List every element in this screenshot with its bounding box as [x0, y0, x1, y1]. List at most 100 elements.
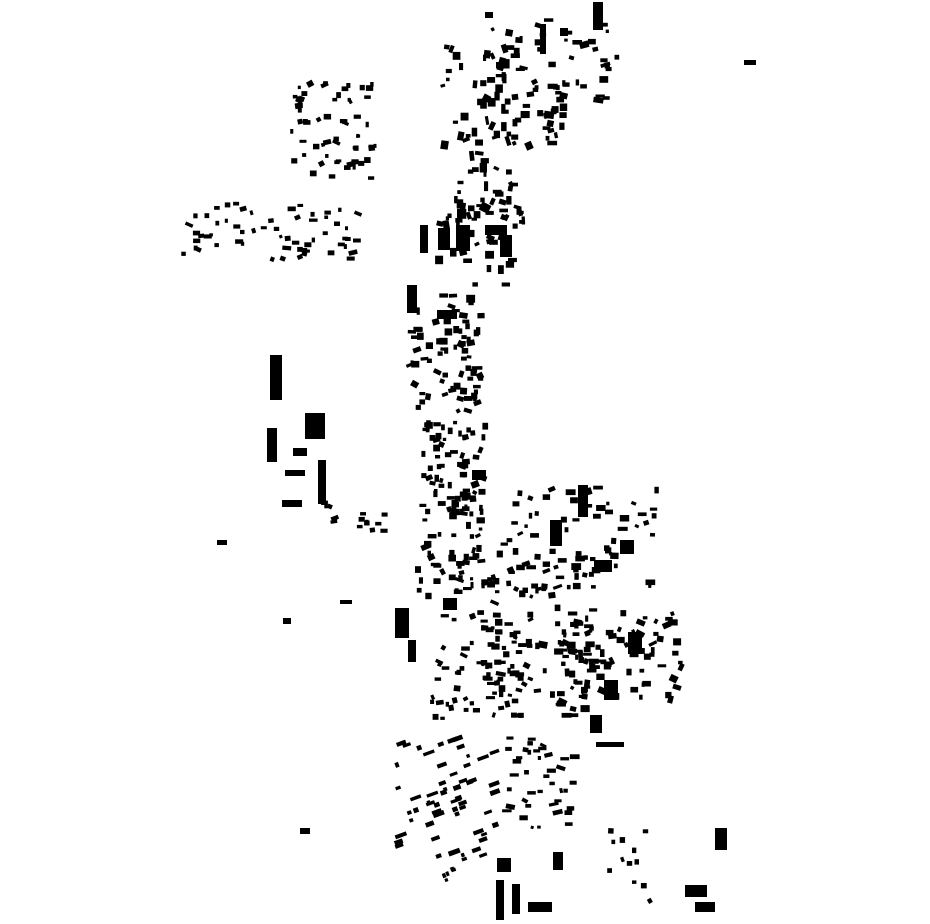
building	[480, 158, 489, 164]
building	[478, 836, 488, 844]
building	[569, 685, 575, 691]
building	[555, 764, 566, 772]
building	[420, 356, 429, 361]
building	[537, 825, 541, 829]
building	[552, 808, 564, 816]
building	[192, 230, 201, 236]
building	[461, 335, 467, 340]
building	[530, 825, 535, 830]
building	[672, 650, 679, 656]
building	[495, 74, 504, 78]
building	[589, 626, 594, 631]
building	[572, 582, 581, 590]
building	[548, 591, 556, 599]
building	[430, 694, 436, 701]
building	[501, 645, 507, 650]
building	[605, 629, 614, 636]
building	[181, 251, 186, 256]
building	[534, 553, 541, 560]
building	[479, 163, 487, 173]
building	[513, 47, 520, 55]
building	[553, 564, 559, 570]
building	[453, 382, 461, 390]
building	[239, 205, 248, 213]
building	[571, 563, 582, 570]
building	[270, 355, 282, 400]
building	[489, 239, 498, 245]
building	[445, 216, 449, 221]
building	[553, 852, 563, 870]
building	[446, 77, 450, 82]
building	[439, 568, 446, 576]
building	[566, 806, 575, 811]
building	[419, 399, 426, 405]
building	[466, 336, 471, 343]
building	[442, 786, 448, 792]
building	[501, 109, 509, 114]
building	[462, 319, 470, 324]
building	[434, 474, 439, 482]
building	[547, 485, 556, 493]
building	[504, 98, 511, 105]
building	[449, 511, 453, 516]
building	[487, 581, 495, 588]
building	[561, 712, 572, 718]
building	[453, 326, 460, 334]
building	[556, 700, 566, 707]
building	[491, 643, 500, 650]
building	[538, 746, 547, 751]
building	[456, 218, 460, 228]
building	[600, 61, 611, 68]
building	[440, 644, 447, 651]
building	[526, 644, 533, 648]
building	[578, 485, 588, 517]
building	[445, 68, 452, 74]
building	[474, 241, 480, 247]
building	[480, 99, 487, 109]
building	[463, 762, 471, 769]
building	[497, 705, 505, 711]
building	[305, 79, 315, 88]
building	[605, 66, 612, 72]
building	[353, 238, 361, 243]
building	[588, 658, 599, 664]
building	[646, 897, 653, 904]
building	[480, 197, 485, 203]
building	[466, 355, 472, 359]
building	[463, 707, 469, 712]
building	[552, 583, 563, 590]
building	[436, 338, 444, 345]
building	[617, 526, 628, 531]
building	[394, 831, 408, 840]
building	[543, 751, 553, 758]
building	[566, 641, 576, 649]
building	[565, 489, 576, 496]
building	[267, 218, 274, 224]
building	[613, 563, 618, 569]
building	[572, 518, 580, 522]
building	[642, 680, 651, 687]
building	[436, 220, 444, 227]
building	[512, 586, 520, 592]
building	[495, 618, 503, 626]
building	[572, 632, 580, 636]
building	[499, 691, 504, 698]
building	[561, 638, 570, 647]
building	[650, 647, 655, 654]
building	[435, 255, 444, 265]
building	[575, 654, 579, 660]
building	[599, 76, 609, 83]
building	[462, 559, 470, 566]
building	[560, 757, 570, 761]
building	[473, 389, 478, 395]
building	[473, 397, 477, 401]
building	[486, 265, 492, 273]
building	[305, 413, 325, 439]
building	[417, 332, 424, 340]
building	[516, 756, 523, 760]
building	[564, 38, 568, 42]
building	[509, 773, 519, 777]
building	[453, 344, 458, 350]
building	[628, 547, 635, 552]
building	[454, 671, 459, 675]
